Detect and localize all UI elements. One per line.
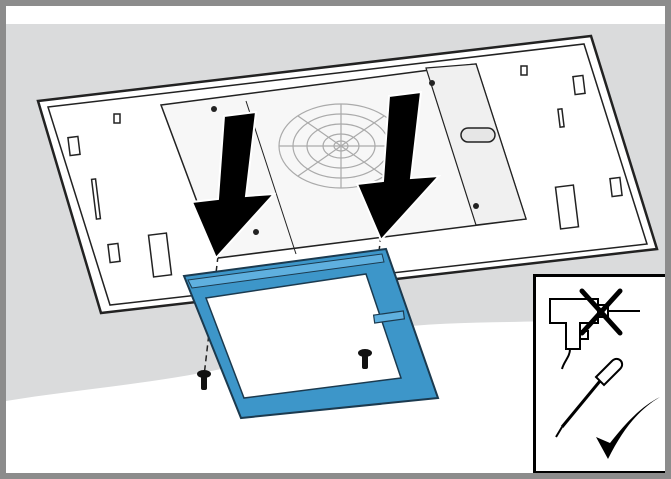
downward-arrows: [190, 90, 442, 260]
screw-holes: [211, 80, 479, 235]
tool-legend-illustration: [549, 288, 660, 459]
screws: [197, 349, 372, 390]
screwdriver-icon: [555, 357, 624, 438]
cross-mark-icon: [579, 288, 623, 336]
installation-illustration: [6, 24, 665, 420]
check-mark-icon: [596, 397, 660, 459]
power-drill-icon: [549, 298, 640, 370]
panel-cutouts: [67, 65, 623, 278]
tool-legend: [533, 274, 665, 473]
mounting-bracket: [182, 247, 440, 420]
